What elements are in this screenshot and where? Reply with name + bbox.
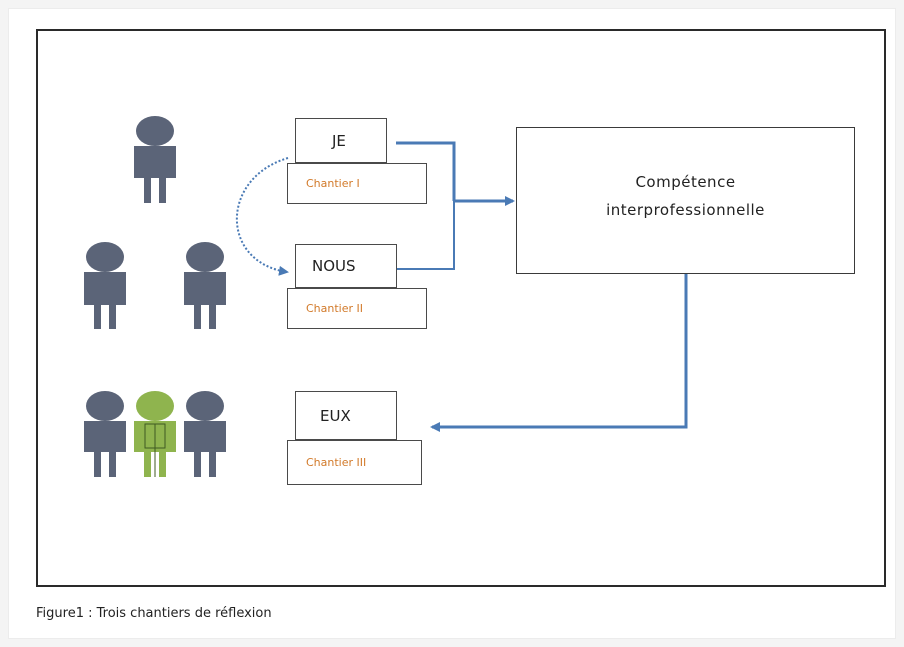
je-box: JE [295, 118, 387, 163]
competence-line1: Compétence [635, 172, 736, 191]
diagram-border [36, 29, 886, 587]
eux-box: EUX [295, 391, 397, 440]
chantier-i-label: Chantier I [306, 177, 360, 190]
competence-box: Compétence interprofessionnelle [516, 127, 855, 274]
arrow-competence-to-eux [430, 274, 688, 432]
person-icon-bottom-right [184, 391, 226, 477]
chantier-iii-box: Chantier III [287, 440, 422, 485]
eux-label: EUX [320, 406, 351, 425]
nous-box: NOUS [295, 244, 397, 288]
person-icon-top [134, 116, 176, 203]
je-label: JE [332, 131, 346, 150]
chantier-ii-label: Chantier II [306, 302, 364, 315]
person-icon-bottom-left [84, 391, 126, 477]
chantier-ii-box: Chantier II [287, 288, 427, 329]
connector-je [396, 141, 456, 201]
curved-arrow-je-to-nous [236, 157, 289, 276]
person-icon-highlighted [134, 391, 176, 477]
chantier-i-box: Chantier I [287, 163, 427, 204]
connector-nous [396, 201, 455, 270]
figure-caption: Figure1 : Trois chantiers de réflexion [36, 606, 272, 621]
competence-line2: interprofessionnelle [606, 200, 765, 219]
person-icon-middle-right [184, 242, 226, 329]
chantier-iii-label: Chantier III [306, 456, 367, 469]
nous-label: NOUS [312, 257, 356, 275]
person-icon-middle-left [84, 242, 126, 329]
